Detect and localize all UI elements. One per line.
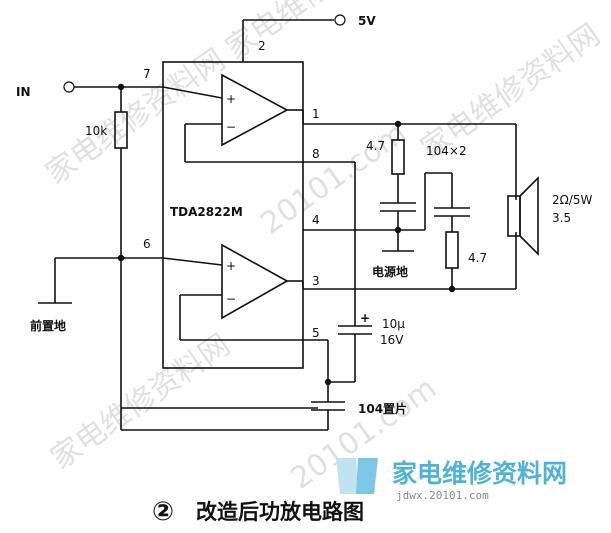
upper-channel-wiring (184, 109, 517, 326)
watermark-text-3: 家电维修资料网 (220, 0, 412, 67)
speaker-icon (507, 176, 539, 256)
opamp-lower (221, 243, 289, 320)
supply-wiring (242, 14, 346, 62)
ic-label: TDA2822M (170, 205, 243, 219)
pin-7: 7 (143, 67, 151, 81)
watermark-url-1: 20101.com (255, 116, 414, 242)
pin-8: 8 (312, 147, 320, 161)
watermark-text-2: 家电维修资料网 (45, 327, 237, 476)
resistor-4.7-top-label: 4.7 (366, 139, 385, 153)
caption-number: ② (152, 497, 174, 527)
electrolytic-value: 10μ (382, 317, 405, 331)
power-ground-label: 电源地 (372, 264, 408, 279)
resistor-4.7-bottom-label: 4.7 (468, 251, 487, 265)
ic-package (162, 61, 304, 369)
logo-text: 家电维修资料网 (392, 459, 567, 488)
pin-4: 4 (312, 213, 320, 227)
pin-6: 6 (143, 237, 151, 251)
logo-url: jdwx.20101.com (396, 489, 489, 502)
speaker-size: 3.5 (552, 211, 571, 225)
opamp-upper (221, 73, 289, 147)
caption-title: 改造后功放电路图 (196, 500, 364, 524)
pin-2: 2 (258, 39, 266, 53)
lower-channel-wiring (120, 232, 517, 431)
opamp-upper-minus: − (226, 120, 236, 134)
front-ground-label: 前置地 (30, 318, 66, 333)
input-label: IN (16, 85, 31, 99)
capacitor-104x2-label: 104×2 (426, 144, 467, 158)
ceramic-capacitor-label: 104置片 (358, 401, 407, 416)
supply-label: 5V (358, 14, 376, 28)
opamp-upper-plus: + (226, 92, 236, 106)
opamp-lower-plus: + (226, 259, 236, 273)
site-logo: 家电维修资料网 jdwx.20101.com (336, 458, 567, 502)
pin-5: 5 (312, 326, 320, 340)
pin-1: 1 (312, 107, 320, 121)
speaker-rating: 2Ω/5W (552, 193, 592, 207)
watermark-text-1: 家电维修资料网 (40, 42, 232, 191)
input-wiring (38, 81, 318, 409)
opamp-lower-minus: − (226, 292, 236, 306)
electrolytic-plus: + (360, 311, 370, 325)
electrolytic-voltage: 16V (380, 333, 404, 347)
pin-3: 3 (312, 274, 320, 288)
watermark-layer: 家电维修资料网 家电维修资料网 家电维修资料网 家电维修资料网 20101.co… (40, 0, 607, 497)
resistor-10k-label: 10k (85, 124, 107, 138)
